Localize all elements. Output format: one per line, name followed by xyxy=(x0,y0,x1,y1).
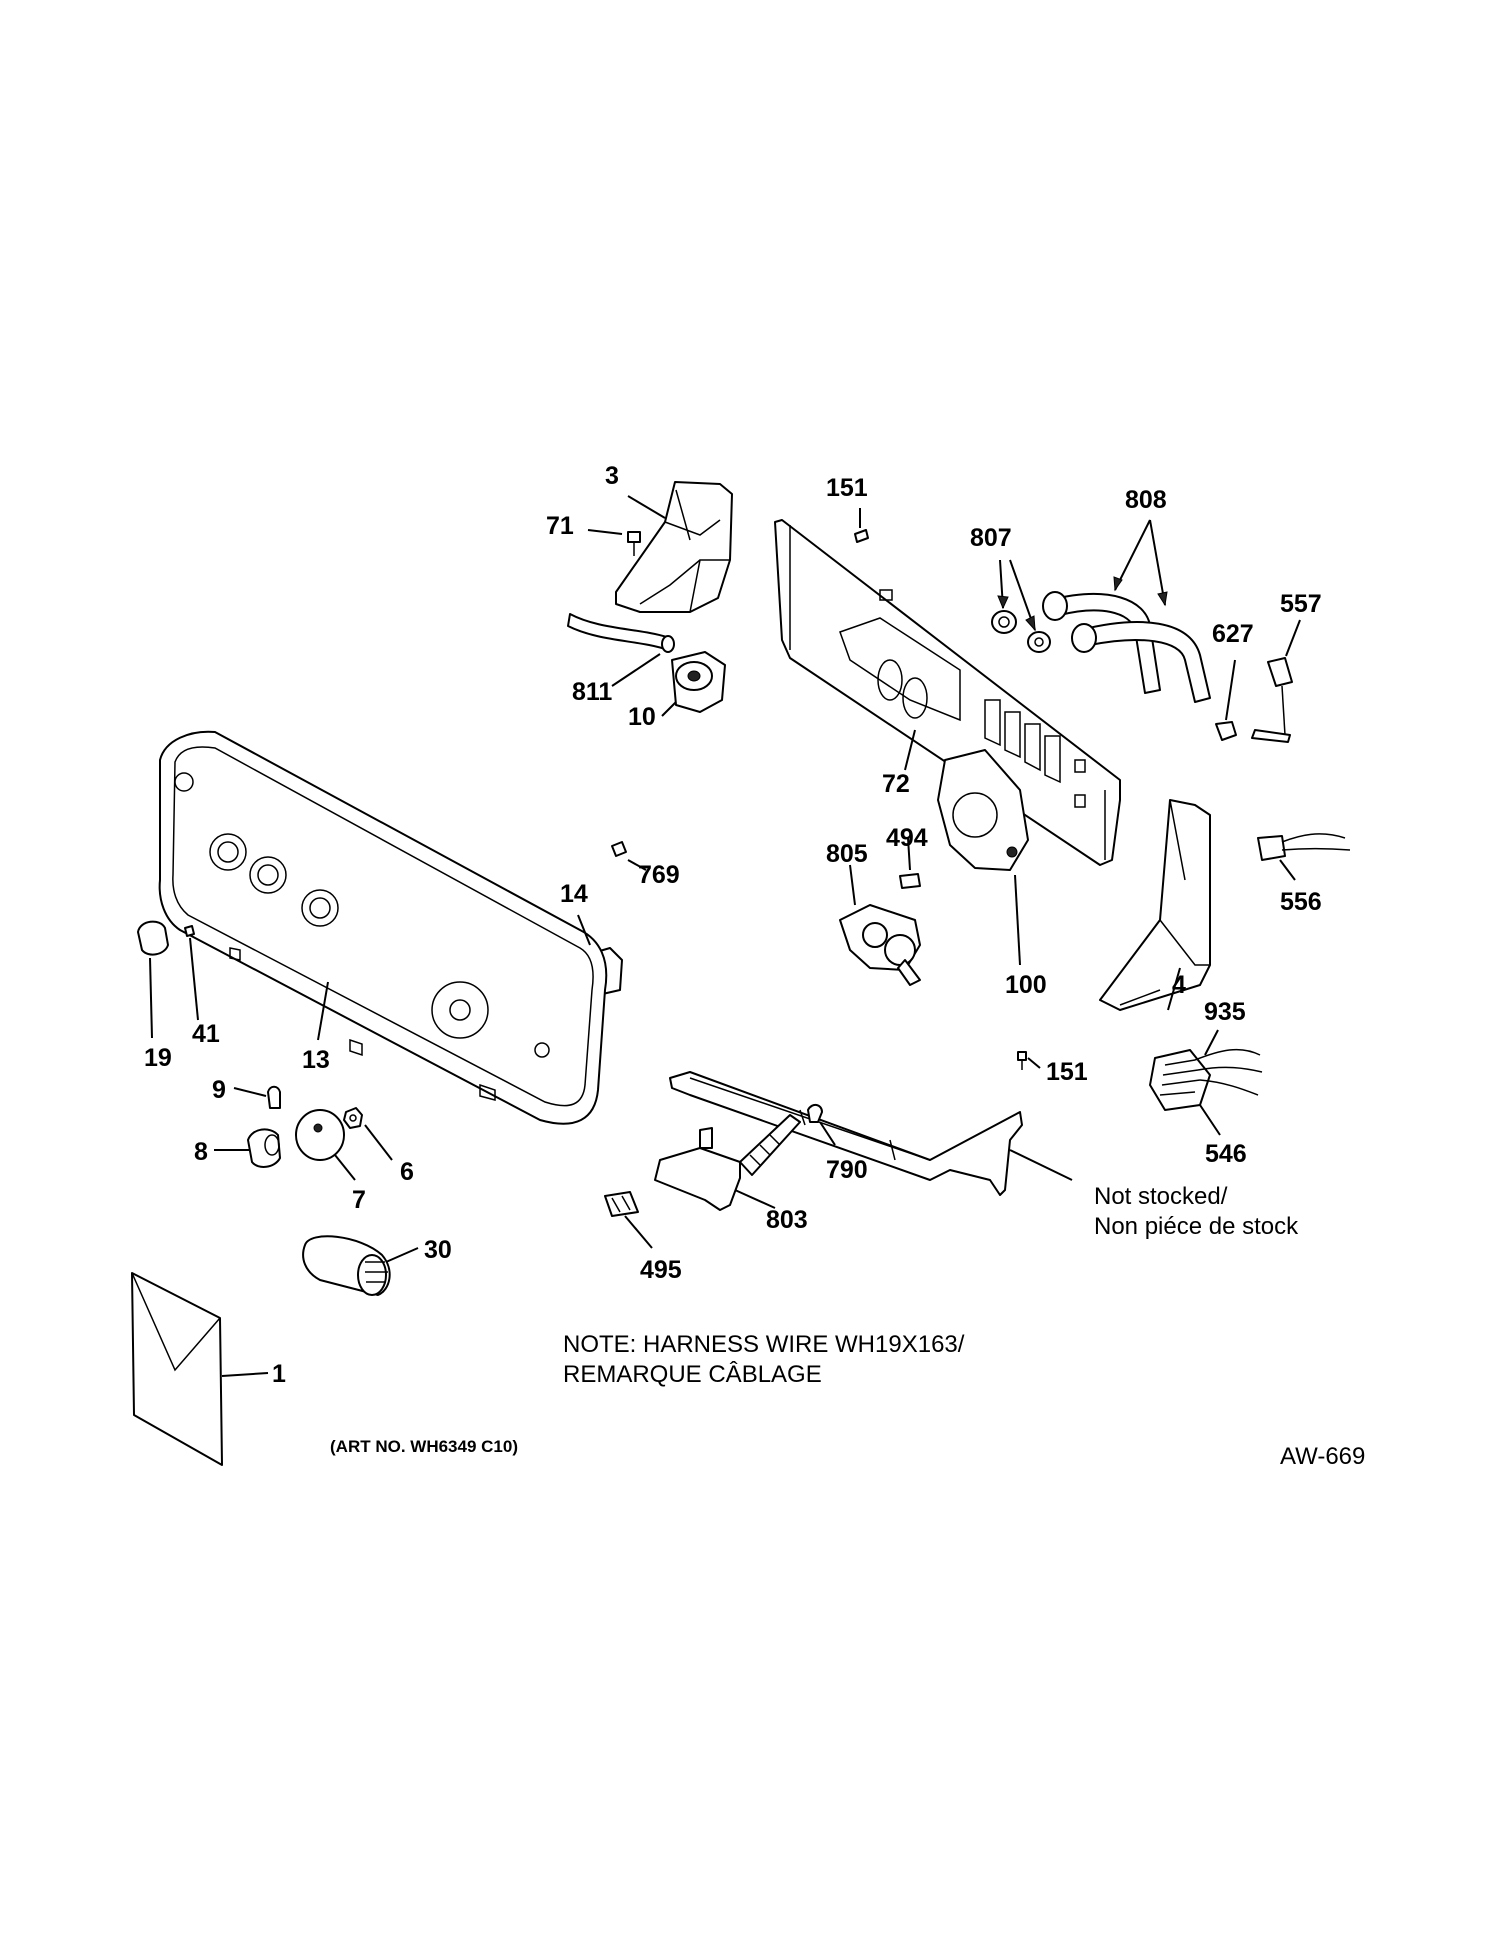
part-71-screw xyxy=(627,531,641,556)
part-100-timer xyxy=(937,749,1029,871)
part-30-capacitor xyxy=(302,1235,391,1296)
callout-1: 1 xyxy=(272,1360,286,1388)
part-808-hoses xyxy=(1042,591,1211,703)
callout-30: 30 xyxy=(424,1236,452,1264)
part-9-spring xyxy=(267,1085,281,1109)
callout-19: 19 xyxy=(144,1044,172,1072)
part-4-bracket xyxy=(1099,799,1211,1011)
harness-note-line1: NOTE: HARNESS WIRE WH19X163/ xyxy=(563,1331,965,1358)
callout-9: 9 xyxy=(212,1076,226,1104)
callout-769: 769 xyxy=(638,861,680,889)
part-3-bracket xyxy=(615,481,733,613)
part-72-backsplash xyxy=(774,519,1121,866)
callout-627: 627 xyxy=(1212,620,1254,648)
part-6-nut xyxy=(343,1107,363,1129)
callout-790: 790 xyxy=(826,1156,868,1184)
leader-arrowheads xyxy=(997,576,1168,632)
part-790-clip xyxy=(807,1104,823,1123)
callout-935: 935 xyxy=(1204,998,1246,1026)
callout-811: 811 xyxy=(572,678,612,706)
art-number: (ART NO. WH6349 C10) xyxy=(330,1437,518,1456)
callout-494: 494 xyxy=(886,824,928,852)
part-41-clip xyxy=(184,925,195,937)
callout-labels: 3 71 151 807 808 557 627 811 10 72 769 4… xyxy=(144,462,1322,1388)
callout-803: 803 xyxy=(766,1206,808,1234)
callout-4: 4 xyxy=(1172,971,1186,999)
callout-805: 805 xyxy=(826,840,868,868)
callout-807: 807 xyxy=(970,524,1012,552)
callout-557: 557 xyxy=(1280,590,1322,618)
callout-495: 495 xyxy=(640,1256,682,1284)
harness-note-line2: REMARQUE CÂBLAGE xyxy=(563,1361,822,1388)
part-13-control-panel xyxy=(158,730,608,1125)
part-556-connector xyxy=(1257,833,1351,861)
part-7-dial xyxy=(295,1109,345,1161)
part-1-manual xyxy=(131,1272,223,1466)
callout-151-mid: 151 xyxy=(1046,1058,1088,1086)
callout-7: 7 xyxy=(352,1186,366,1214)
not-stocked-note-line1: Not stocked/ xyxy=(1094,1183,1228,1210)
callout-71: 71 xyxy=(546,512,574,540)
part-557-connector xyxy=(1251,657,1293,743)
callout-3: 3 xyxy=(605,462,619,490)
part-19-knob xyxy=(137,920,169,956)
part-10-pressure-switch xyxy=(671,651,726,713)
part-769-screw xyxy=(611,841,627,857)
notes: Not stocked/ Non piéce de stock NOTE: HA… xyxy=(330,1183,1365,1470)
callout-41: 41 xyxy=(192,1020,220,1048)
callout-151-top: 151 xyxy=(826,474,868,502)
callout-546: 546 xyxy=(1205,1140,1247,1168)
leader-lines xyxy=(149,495,1301,1377)
callout-556: 556 xyxy=(1280,888,1322,916)
not-stocked-note-line2: Non piéce de stock xyxy=(1094,1213,1299,1240)
part-811-hose xyxy=(567,613,675,653)
diagram-id: AW-669 xyxy=(1280,1443,1365,1470)
callout-14: 14 xyxy=(560,880,588,908)
part-807-washers xyxy=(991,610,1051,653)
part-8-knob xyxy=(247,1128,281,1168)
callout-13: 13 xyxy=(302,1046,330,1074)
part-151-screw-mid xyxy=(1017,1051,1027,1070)
callout-6: 6 xyxy=(400,1158,414,1186)
callout-10: 10 xyxy=(628,703,656,731)
part-494-clip xyxy=(899,873,921,889)
part-151-screw-top xyxy=(854,529,869,543)
part-803-dispenser xyxy=(654,1114,801,1211)
callout-8: 8 xyxy=(194,1138,208,1166)
part-627-grommet xyxy=(1215,721,1237,741)
callout-100: 100 xyxy=(1005,971,1047,999)
callout-72: 72 xyxy=(882,770,910,798)
part-495-clip xyxy=(604,1191,639,1217)
callout-808: 808 xyxy=(1125,486,1167,514)
part-546-harness-block xyxy=(1149,1048,1263,1111)
part-805-water-valve xyxy=(839,904,921,986)
